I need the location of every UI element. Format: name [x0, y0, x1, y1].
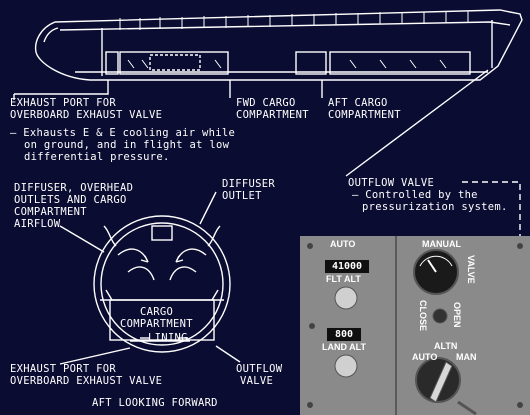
note-exhaust-3: differential pressure.	[24, 151, 170, 163]
note-exhaust-2: on ground, and in flight at low	[24, 139, 230, 151]
leader-outflow-bottom	[215, 345, 241, 363]
leader-diffuser-overhead	[59, 225, 105, 253]
dashed-link	[462, 181, 521, 279]
land-alt-display: 800	[326, 327, 362, 342]
valve-switch[interactable]	[433, 309, 447, 323]
fuselage-outline	[34, 9, 523, 81]
flt-alt-display: 41000	[324, 259, 370, 274]
altn-label: ALTN	[434, 341, 458, 351]
fuselage-cross-section	[93, 215, 231, 353]
leader-exhaust-bottom	[59, 347, 131, 365]
panel-manual-label: MANUAL	[422, 239, 461, 249]
label-lining: LINING	[148, 332, 188, 344]
label-outflow-valve: OUTFLOW VALVE	[348, 177, 435, 189]
pressurization-panel	[300, 236, 530, 415]
land-alt-knob[interactable]	[335, 355, 357, 377]
leader-outflow	[345, 69, 489, 177]
label-diffuser-overhead-3: COMPARTMENT	[14, 206, 87, 218]
fwd-cargo-compartment	[119, 51, 229, 75]
man-label: MAN	[456, 352, 477, 362]
leader-exhaust-top-b	[14, 80, 109, 95]
label-exhaust-port-bottom-2: OVERBOARD EXHAUST VALVE	[10, 375, 163, 387]
label-aft-cargo-1: AFT CARGO	[328, 97, 388, 109]
note-exhaust-1: – Exhausts E & E cooling air while	[10, 127, 236, 139]
label-exhaust-port-bottom-1: EXHAUST PORT FOR	[10, 363, 116, 375]
label-diffuser-overhead-1: DIFFUSER, OVERHEAD	[14, 182, 134, 194]
label-diffuser-overhead-2: OUTLETS AND CARGO	[14, 194, 127, 206]
land-alt-label: LAND ALT	[322, 342, 366, 352]
label-fwd-cargo-2: COMPARTMENT	[236, 109, 309, 121]
label-diffuser-overhead-4: AIRFLOW	[14, 218, 61, 230]
label-cargo-1: CARGO	[140, 306, 174, 318]
valve-label: VALVE	[466, 255, 476, 284]
label-cargo-2: COMPARTMENT	[120, 318, 193, 330]
label-aft-cargo-2: COMPARTMENT	[328, 109, 401, 121]
leader-diffuser-outlet	[199, 191, 217, 225]
auto-mode-label: AUTO	[412, 352, 438, 362]
label-aft-looking-forward: AFT LOOKING FORWARD	[92, 397, 218, 409]
open-label: OPEN	[452, 302, 462, 328]
panel-auto-label: AUTO	[330, 239, 356, 249]
label-outflow-bottom-1: OUTFLOW	[236, 363, 283, 375]
close-label: CLOSE	[418, 300, 428, 332]
flt-alt-label: FLT ALT	[326, 274, 361, 284]
note-outflow-1: – Controlled by the	[352, 189, 478, 201]
note-outflow-2: pressurization system.	[362, 201, 508, 213]
label-fwd-cargo-1: FWD CARGO	[236, 97, 296, 109]
label-outflow-bottom-2: VALVE	[240, 375, 274, 387]
mode-selector-knob[interactable]	[416, 358, 460, 402]
flt-alt-knob[interactable]	[335, 287, 357, 309]
aft-cargo-compartment	[329, 51, 471, 75]
label-diffuser-outlet-1: DIFFUSER	[222, 178, 275, 190]
label-diffuser-outlet-2: OUTLET	[222, 190, 262, 202]
label-exhaust-port-top-2: OVERBOARD EXHAUST VALVE	[10, 109, 163, 121]
label-exhaust-port-top-1: EXHAUST PORT FOR	[10, 97, 116, 109]
